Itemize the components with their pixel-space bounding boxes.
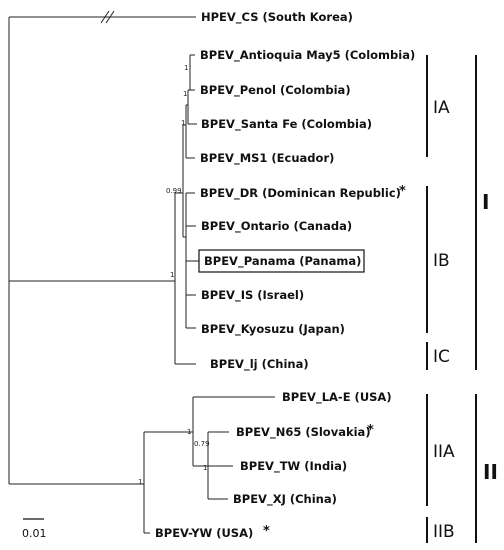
subgroup-label-iib: IIB	[433, 522, 455, 542]
subgroup-label-iia: IIA	[433, 442, 455, 462]
taxon-marker-dr: *	[399, 184, 406, 199]
scale-bar: 0.01	[22, 518, 47, 540]
support-value: 1	[187, 428, 191, 436]
taxon-label-antioquia: BPEV_Antioquia May5 (Colombia)	[200, 48, 415, 63]
support-value: 1	[138, 478, 142, 486]
tree-branches	[8, 10, 275, 534]
taxon-label-kyosuzu: BPEV_Kyosuzu (Japan)	[201, 322, 345, 337]
taxon-labels: HPEV_CS (South Korea) BPEV_Antioquia May…	[155, 10, 415, 540]
group-label-i: I	[482, 190, 489, 214]
taxon-label-lj: BPEV_lj (China)	[210, 357, 309, 372]
highlight-box-panama	[198, 249, 365, 273]
subgroup-label-ia: IA	[433, 98, 450, 118]
taxon-label-penol: BPEV_Penol (Colombia)	[200, 83, 351, 98]
taxon-marker-yw: *	[263, 524, 270, 539]
support-value: 1	[181, 119, 185, 127]
taxon-label-ms1: BPEV_MS1 (Ecuador)	[200, 151, 334, 166]
support-value: 1	[170, 271, 174, 279]
support-values: 1 1 1 0.99 1 1 0.79 1 1	[138, 64, 210, 486]
support-value: 1	[184, 64, 188, 72]
taxon-label-santa-fe: BPEV_Santa Fe (Colombia)	[201, 117, 372, 132]
taxon-label-panama: BPEV_Panama (Panama)	[204, 254, 361, 269]
support-value: 1	[183, 90, 187, 98]
support-value: 0.79	[194, 440, 210, 448]
taxon-label-xj: BPEV_XJ (China)	[233, 492, 337, 507]
taxon-marker-n65: *	[367, 423, 374, 438]
taxon-label-n65: BPEV_N65 (Slovakia)	[236, 425, 371, 440]
taxon-label-ontario: BPEV_Ontario (Canada)	[201, 219, 352, 234]
clade-labels: IA IB IC IIA IIB I II	[433, 98, 498, 542]
taxon-label-yw: BPEV-YW (USA)	[155, 526, 253, 540]
subgroup-label-ic: IC	[433, 347, 450, 367]
taxon-label-la-e: BPEV_LA-E (USA)	[282, 390, 392, 405]
subgroup-label-ib: IB	[433, 251, 450, 271]
taxon-label-hpev-cs: HPEV_CS (South Korea)	[201, 10, 353, 25]
taxon-label-tw: BPEV_TW (India)	[240, 459, 347, 474]
group-label-ii: II	[483, 460, 498, 484]
clade-brackets	[426, 55, 477, 543]
taxon-label-dr: BPEV_DR (Dominican Republic)	[200, 186, 401, 201]
support-value: 1	[203, 464, 207, 472]
support-value: 0.99	[166, 187, 182, 195]
scale-bar-label: 0.01	[22, 527, 47, 540]
taxon-label-is: BPEV_IS (Israel)	[201, 288, 304, 303]
